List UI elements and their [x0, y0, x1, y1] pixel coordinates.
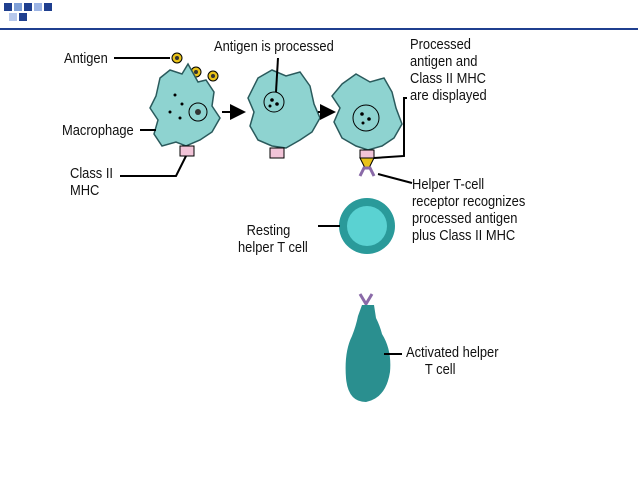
label-line: Class II: [70, 165, 114, 182]
t-cell-receptor: [358, 166, 376, 177]
label-line: Processed: [410, 36, 471, 53]
label-line: plus Class II MHC: [412, 227, 516, 244]
header-rule: [0, 28, 638, 30]
label-line: Resting: [246, 222, 291, 239]
label-class-ii-mhc: Class II MHC: [70, 165, 113, 199]
label-line: are displayed: [410, 87, 487, 104]
class-ii-mhc-marker: [269, 147, 285, 159]
label-line: MHC: [70, 182, 100, 199]
activated-helper-t-cell: [345, 293, 391, 402]
label-resting-helper: Resting helper T cell: [238, 222, 308, 256]
label-activated-helper: Activated helper T cell: [406, 344, 499, 378]
label-helper-receptor: Helper T-cell receptor recognizes proces…: [412, 176, 525, 244]
leader-lines: [114, 57, 413, 355]
macrophage-1: [149, 62, 221, 157]
label-line: Helper T-cell: [412, 176, 485, 193]
label-antigen-processed: Antigen is processed: [214, 38, 334, 55]
label-line: processed antigen: [412, 210, 518, 227]
label-processed-display: Processed antigen and Class II MHC are d…: [410, 36, 487, 104]
macrophage-3: [331, 73, 403, 169]
macrophage-2: [247, 69, 321, 159]
class-ii-mhc-marker: [179, 145, 195, 157]
t-cell-receptor: [358, 293, 374, 307]
class-ii-mhc-marker: [359, 149, 375, 159]
label-line: antigen and: [410, 53, 478, 70]
label-line: T cell: [424, 361, 456, 378]
label-line: helper T cell: [238, 239, 308, 256]
resting-helper-t-cell: [339, 166, 395, 254]
label-line: Class II MHC: [410, 70, 486, 87]
label-line: receptor recognizes: [412, 193, 526, 210]
label-macrophage: Macrophage: [62, 122, 134, 139]
label-line: Activated helper: [406, 344, 499, 361]
label-antigen: Antigen: [64, 50, 108, 67]
corner-decoration: [0, 0, 60, 24]
